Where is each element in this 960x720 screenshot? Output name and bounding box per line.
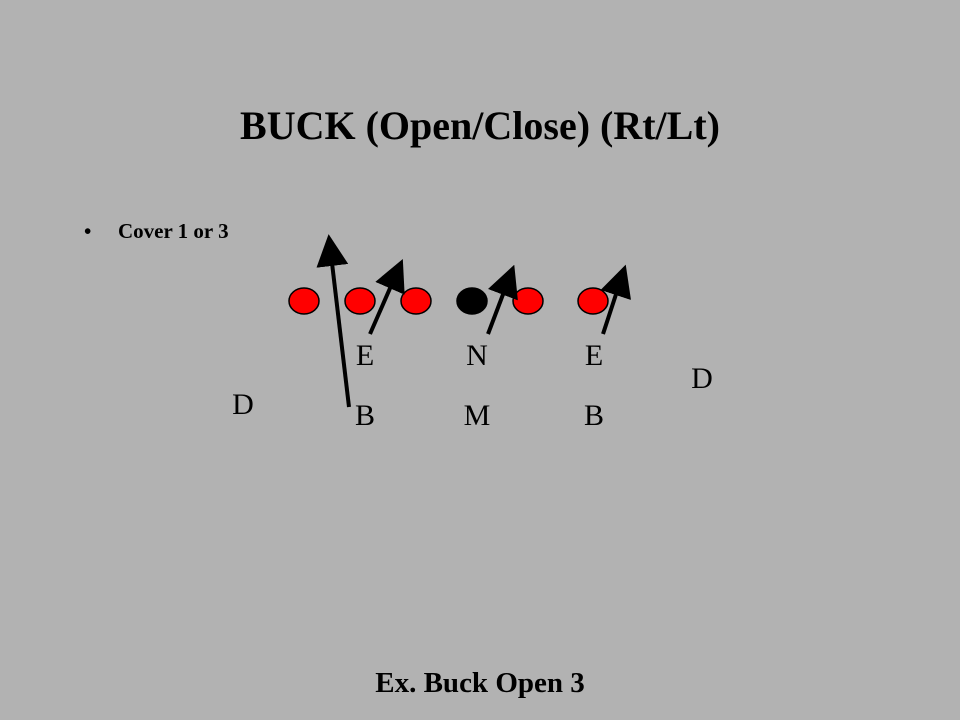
defender-left-linebacker: B: [355, 399, 375, 432]
arrow-left-end-rush: [368, 259, 405, 335]
slide-title: BUCK (Open/Close) (Rt/Lt): [240, 103, 720, 148]
offensive-player-5: [577, 287, 609, 315]
defender-right-linebacker: B: [584, 399, 604, 432]
bullet-marker: •: [84, 219, 92, 243]
offensive-player-1: [288, 287, 320, 315]
offensive-player-4: [512, 287, 544, 315]
bullet-text: Cover 1 or 3: [118, 219, 229, 243]
defender-left-end: E: [356, 339, 374, 372]
arrow-right-end-rush: [600, 264, 631, 335]
bullet-item: • Cover 1 or 3: [84, 218, 229, 244]
defender-middle-linebacker: M: [464, 399, 491, 432]
slide-footer: Ex. Buck Open 3: [375, 667, 585, 699]
arrow-nose-rush: [486, 264, 518, 335]
defender-right-end: E: [585, 339, 603, 372]
defender-deep-right: D: [691, 362, 713, 395]
defender-deep-left: D: [232, 388, 254, 421]
offensive-center: [456, 287, 488, 315]
defender-nose: N: [466, 339, 488, 372]
arrow-left-linebacker-blitz: [316, 234, 351, 408]
offensive-player-3: [400, 287, 432, 315]
offensive-player-2: [344, 287, 376, 315]
